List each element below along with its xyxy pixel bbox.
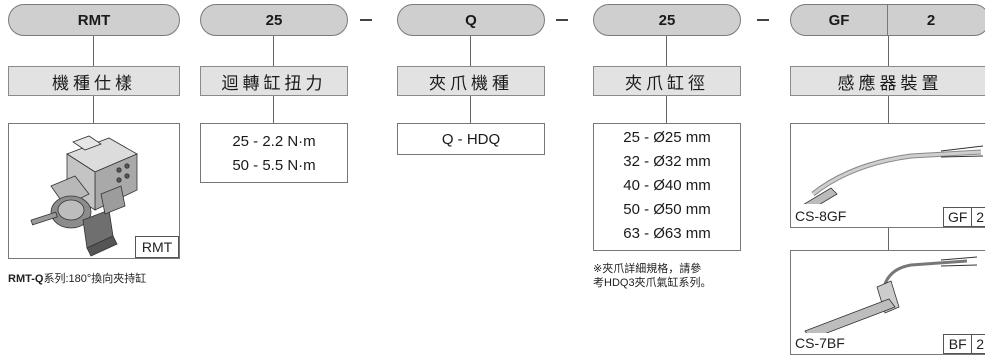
code-jaw-text: Q <box>465 11 477 29</box>
bore-option-3: 40 - Ø40 mm <box>623 177 711 194</box>
sensor-1-code: GF <box>947 209 968 225</box>
sensor-1-tag-divider <box>971 208 973 226</box>
sensor-1-model: CS-8GF <box>795 208 847 224</box>
sensor-option-1-box: CS-8GF GF 2 <box>790 123 985 228</box>
label-jaw-bore: 夾爪缸徑 <box>593 66 741 96</box>
connector-bore-top <box>666 36 667 66</box>
connector-sensor-mid <box>888 228 889 250</box>
separator-dash-3 <box>757 19 769 21</box>
sensor-1-tag: GF 2 <box>943 207 985 227</box>
connector-size-top <box>273 36 274 66</box>
connector-jaw-top <box>470 36 471 66</box>
label-model-spec-text: 機種仕樣 <box>52 73 136 93</box>
connector-jaw-bottom <box>470 96 471 123</box>
code-sensor-qty-text: 2 <box>926 11 936 29</box>
separator-dash-1 <box>360 19 372 21</box>
series-caption-bold: RMT-Q <box>8 273 44 285</box>
label-jaw-model: 夾爪機種 <box>397 66 545 96</box>
code-sensor-text: GF <box>828 11 850 29</box>
series-tag-text: RMT <box>141 239 173 255</box>
torque-option-2: 50 - 5.5 N·m <box>232 157 316 174</box>
code-size-text: 25 <box>265 11 283 29</box>
code-jaw-pill: Q <box>397 4 545 36</box>
code-size-pill: 25 <box>200 4 348 36</box>
code-series-pill: RMT <box>8 4 180 36</box>
label-jaw-model-text: 夾爪機種 <box>429 73 513 93</box>
sensor-1-qty: 2 <box>976 209 985 225</box>
series-caption-rest: 系列:180°換向夾持缸 <box>43 273 147 285</box>
bore-option-4: 50 - Ø50 mm <box>623 201 711 218</box>
code-sensor-divider <box>887 5 888 35</box>
connector-series-bottom <box>93 96 94 123</box>
sensor-2-tag-divider <box>971 335 973 353</box>
sensor-2-code: BF <box>948 336 967 352</box>
code-bore-text: 25 <box>658 11 676 29</box>
label-sensor-device: 感應器裝置 <box>790 66 985 96</box>
label-model-spec: 機種仕樣 <box>8 66 180 96</box>
jaw-options-box: Q - HDQ <box>397 123 545 155</box>
label-sensor-device-text: 感應器裝置 <box>837 73 943 93</box>
actuator-product-image <box>30 135 138 257</box>
code-bore-pill: 25 <box>593 4 741 36</box>
series-tag: RMT <box>135 236 179 258</box>
sensor-2-tag: BF 2 <box>943 334 985 354</box>
label-rotary-torque: 迴轉缸扭力 <box>200 66 348 96</box>
sensor-cs7bf-image <box>804 256 978 340</box>
connector-size-bottom <box>273 96 274 123</box>
bore-options-box: 25 - Ø25 mm 32 - Ø32 mm 40 - Ø40 mm 50 -… <box>593 123 741 251</box>
connector-sensor-bottom <box>888 96 889 123</box>
separator-dash-2 <box>556 19 568 21</box>
torque-options-box: 25 - 2.2 N·m 50 - 5.5 N·m <box>200 123 348 183</box>
label-rotary-torque-text: 迴轉缸扭力 <box>221 73 327 93</box>
bore-note-line-1: ※夾爪詳細規格，請參 <box>593 263 702 275</box>
torque-option-1: 25 - 2.2 N·m <box>232 133 316 150</box>
bore-option-5: 63 - Ø63 mm <box>623 225 711 242</box>
sensor-cs8gf-image <box>800 145 984 213</box>
jaw-option-1: Q - HDQ <box>441 131 501 148</box>
code-sensor-pill: GF 2 <box>790 4 985 36</box>
label-jaw-bore-text: 夾爪缸徑 <box>625 73 709 93</box>
sensor-2-qty: 2 <box>976 336 985 352</box>
bore-note: ※夾爪詳細規格，請參 考HDQ3夾爪氣缸系列。 <box>593 262 712 290</box>
connector-bore-bottom <box>666 96 667 123</box>
bore-option-2: 32 - Ø32 mm <box>623 153 711 170</box>
sensor-2-model: CS-7BF <box>795 335 845 351</box>
bore-option-1: 25 - Ø25 mm <box>623 129 711 146</box>
code-series-text: RMT <box>77 11 111 29</box>
connector-sensor-top <box>888 36 889 66</box>
connector-series-top <box>93 36 94 66</box>
bore-note-line-2: 考HDQ3夾爪氣缸系列。 <box>593 277 712 289</box>
series-caption: RMT-Q系列:180°換向夾持缸 <box>8 272 146 286</box>
series-image-box: RMT <box>8 123 180 259</box>
sensor-option-2-box: CS-7BF BF 2 <box>790 250 985 355</box>
